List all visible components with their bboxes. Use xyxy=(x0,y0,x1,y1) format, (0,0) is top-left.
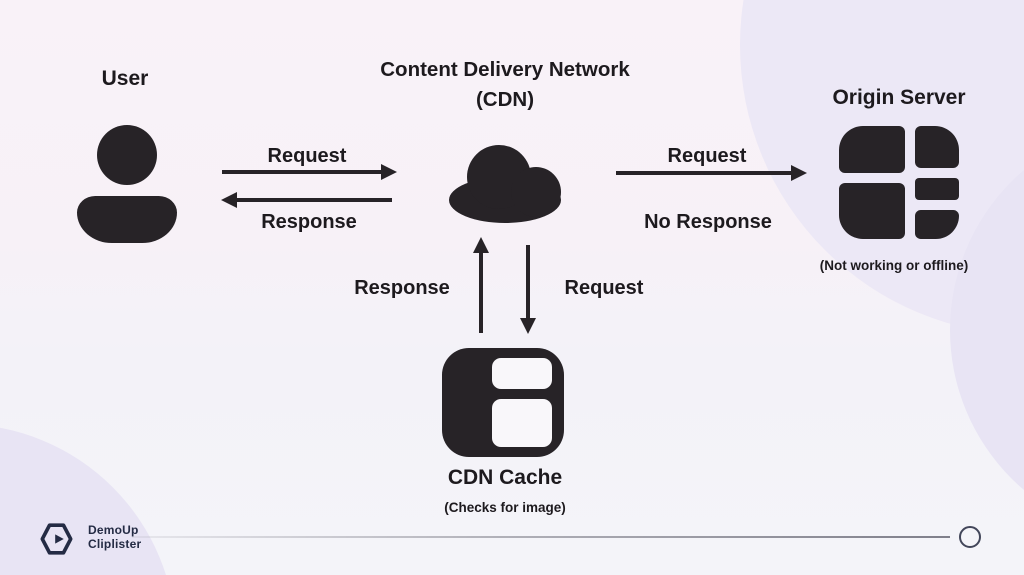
cdn-cache-note: (Checks for image) xyxy=(444,500,566,515)
user-icon-body xyxy=(77,196,177,243)
demoup-cliplister-logo-icon xyxy=(40,522,73,561)
request-arrow-cdn-to-origin xyxy=(616,171,792,175)
cloud-icon xyxy=(443,139,567,228)
edge-label-origin-no-response: No Response xyxy=(644,211,772,233)
brand-logo: DemoUp Cliplister xyxy=(40,521,220,557)
origin-server-title: Origin Server xyxy=(832,86,966,109)
edge-label-cdn-to-origin: Request xyxy=(667,145,747,167)
cdn-title: Content Delivery Network (CDN) xyxy=(344,55,666,115)
response-arrow-cache-to-cdn xyxy=(479,252,483,333)
response-arrow-cdn-to-user xyxy=(236,198,392,202)
user-icon xyxy=(77,125,177,243)
brand-name-line1: DemoUp xyxy=(88,523,139,537)
origin-server-icon-block xyxy=(915,210,959,239)
footer-ring-icon xyxy=(959,526,981,548)
cdn-cache-title: CDN Cache xyxy=(447,466,563,489)
request-arrow-cdn-to-cache xyxy=(526,245,530,319)
origin-server-icon-block xyxy=(839,126,905,173)
origin-server-note: (Not working or offline) xyxy=(819,258,969,273)
edge-label-cache-to-cdn: Response xyxy=(354,277,450,299)
edge-label-cdn-to-cache: Request xyxy=(564,277,644,299)
request-arrow-user-to-cdn xyxy=(222,170,382,174)
user-label: User xyxy=(101,67,149,90)
footer-rule xyxy=(132,536,950,538)
brand-name-line2: Cliplister xyxy=(88,537,142,551)
origin-server-icon-block xyxy=(839,183,905,239)
cdn-cache-icon xyxy=(442,348,564,462)
origin-server-icon xyxy=(839,126,959,239)
origin-server-icon-block xyxy=(915,178,959,200)
edge-label-cdn-to-user: Response xyxy=(261,211,357,233)
brand-name: DemoUp Cliplister xyxy=(88,523,141,551)
cdn-title-line1: Content Delivery Network xyxy=(380,58,630,81)
origin-server-icon-block xyxy=(915,126,959,168)
cdn-title-line2: (CDN) xyxy=(475,88,535,111)
user-icon-head xyxy=(97,125,157,185)
edge-label-user-to-cdn: Request xyxy=(267,145,347,167)
